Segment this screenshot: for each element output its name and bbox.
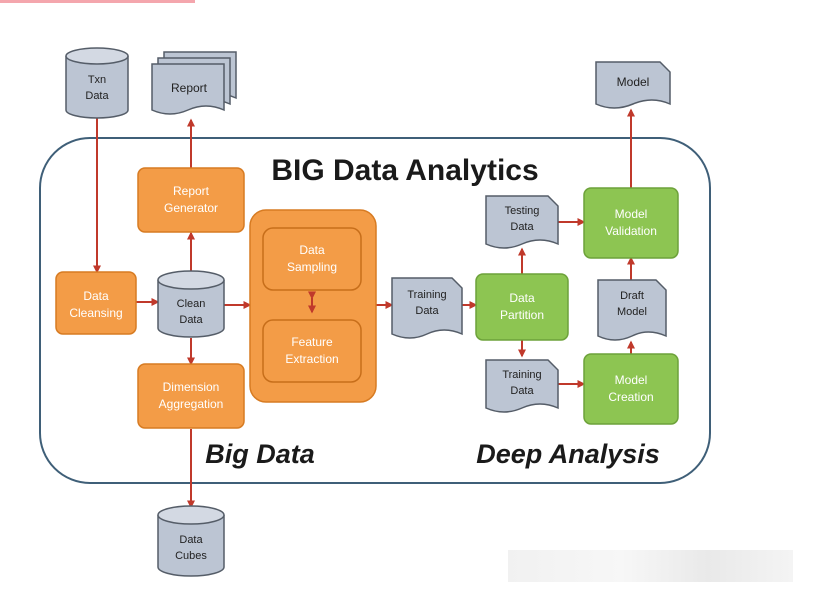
- training-data-label-line1: Training: [407, 289, 446, 301]
- data-partition-box: Data Partition: [475, 273, 569, 341]
- data-sampling-label-line2: Sampling: [287, 260, 337, 274]
- feature-extraction-label-line1: Feature: [291, 335, 333, 349]
- training-data-lower-label-line1: Training: [502, 369, 541, 381]
- report-label: Report: [171, 81, 208, 95]
- data-cleansing-box: Data Cleansing: [55, 271, 137, 335]
- model-creation-box: Model Creation: [583, 353, 679, 425]
- draft-model-label-line1: Draft: [620, 290, 644, 302]
- top-accent-line: [0, 0, 195, 3]
- dimension-aggregation-box: Dimension Aggregation: [137, 363, 245, 429]
- dimension-aggregation-label-line1: Dimension: [163, 380, 220, 394]
- clean-data-label-line2: Data: [179, 314, 203, 326]
- model-validation-box: Model Validation: [583, 187, 679, 259]
- training-data-label-line2: Data: [415, 305, 439, 317]
- model-creation-label-line1: Model: [615, 373, 648, 387]
- data-cubes-store: Data Cubes: [157, 505, 225, 577]
- report-generator-label-line2: Generator: [164, 201, 218, 215]
- blurred-watermark-area: [508, 550, 793, 582]
- diagram-title: BIG Data Analytics: [271, 154, 538, 187]
- draft-model-label-line2: Model: [617, 306, 647, 318]
- report-generator-box: Report Generator: [137, 167, 245, 233]
- feature-processing-block: Data Sampling Feature Extraction: [249, 209, 377, 403]
- testing-data-document: Testing Data: [485, 195, 559, 249]
- section-label-deep-analysis: Deep Analysis: [476, 439, 660, 469]
- draft-model-document: Draft Model: [597, 279, 667, 341]
- model-label: Model: [617, 75, 650, 89]
- data-sampling-box: Data Sampling: [262, 227, 362, 291]
- report-generator-label-line1: Report: [173, 184, 210, 198]
- data-cleansing-label-line1: Data: [83, 289, 109, 303]
- clean-data-label-line1: Clean: [177, 298, 206, 310]
- analytics-container: [39, 137, 711, 484]
- testing-data-label-line1: Testing: [505, 205, 540, 217]
- data-partition-label-line2: Partition: [500, 308, 544, 322]
- data-sampling-label-line1: Data: [299, 243, 325, 257]
- model-document: Model: [595, 61, 671, 109]
- training-data-lower-document: Training Data: [485, 359, 559, 413]
- data-partition-label-line1: Data: [509, 291, 535, 305]
- txn-data-label-line1: Txn: [88, 74, 106, 86]
- report-document-stack: Report: [151, 51, 237, 115]
- model-creation-label-line2: Creation: [608, 390, 653, 404]
- model-validation-label-line2: Validation: [605, 224, 657, 238]
- dimension-aggregation-label-line2: Aggregation: [159, 397, 224, 411]
- txn-data-store: Txn Data: [65, 47, 129, 119]
- model-validation-label-line1: Model: [615, 207, 648, 221]
- data-cleansing-label-line2: Cleansing: [69, 306, 122, 320]
- training-data-lower-label-line2: Data: [510, 385, 534, 397]
- clean-data-store: Clean Data: [157, 270, 225, 338]
- testing-data-label-line2: Data: [510, 221, 534, 233]
- feature-extraction-box: Feature Extraction: [262, 319, 362, 383]
- data-cubes-label-line2: Cubes: [175, 550, 207, 562]
- txn-data-label-line2: Data: [85, 90, 109, 102]
- data-cubes-label-line1: Data: [179, 534, 203, 546]
- section-label-big-data: Big Data: [205, 439, 315, 469]
- feature-extraction-label-line2: Extraction: [285, 352, 338, 366]
- training-data-document: Training Data: [391, 277, 463, 339]
